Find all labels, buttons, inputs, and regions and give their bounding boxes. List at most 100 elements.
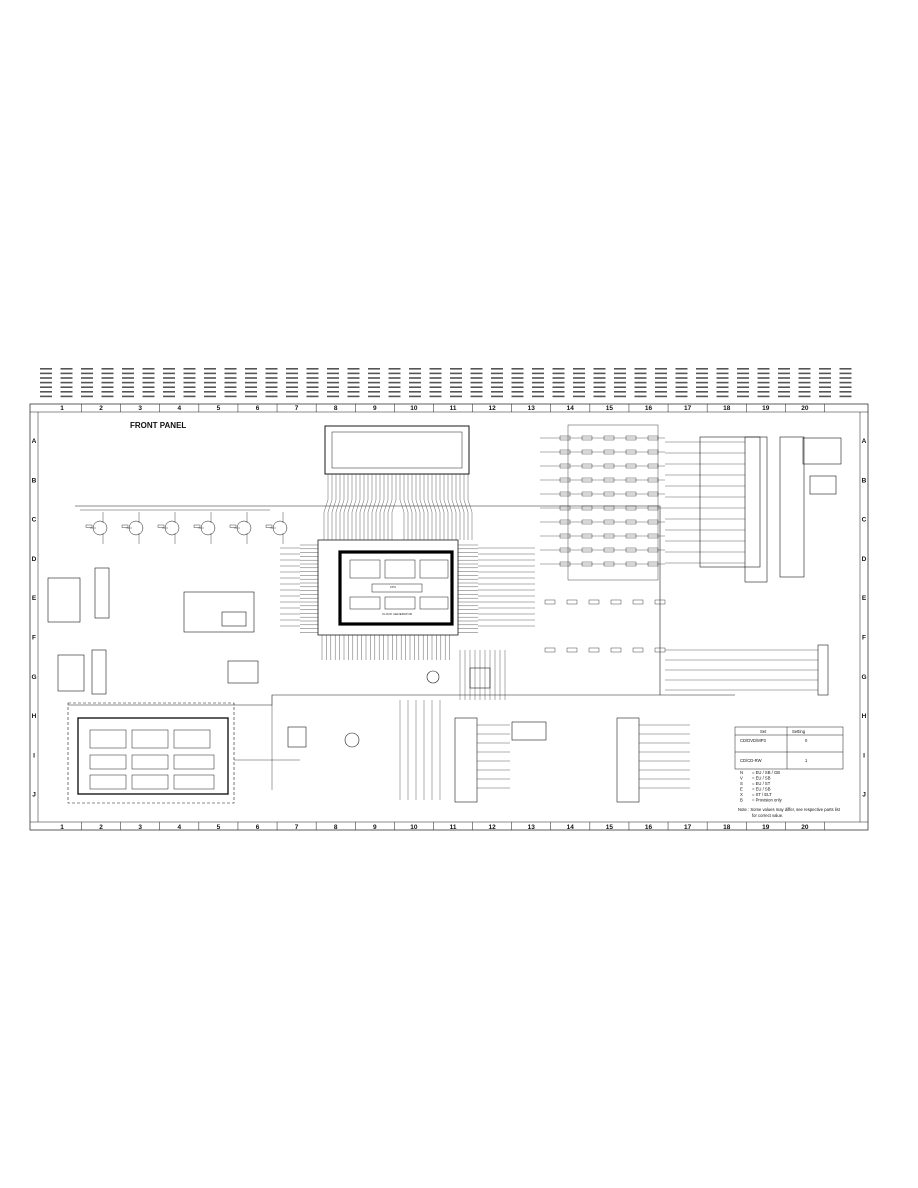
table-header-left: Set xyxy=(760,729,767,734)
cpu-label: CPU xyxy=(390,585,396,589)
clock-label: CLOCK GENERATOR xyxy=(382,612,413,616)
column-number-top: 17 xyxy=(684,405,692,412)
table-row1-right: 0 xyxy=(805,738,808,743)
panel-title: FRONT PANEL xyxy=(130,421,186,430)
legend-key: X xyxy=(740,792,743,797)
column-number-bottom: 20 xyxy=(801,824,809,831)
row-letter-left: G xyxy=(31,674,36,681)
version-table xyxy=(734,726,844,770)
row-letter-right: H xyxy=(862,713,867,720)
legend-text: = ST / ELT xyxy=(752,792,772,797)
column-number-top: 16 xyxy=(645,405,653,412)
column-number-bottom: 18 xyxy=(723,824,731,831)
column-number-bottom: 11 xyxy=(450,824,457,831)
sheet-frame xyxy=(29,403,869,831)
column-number-top: 1 xyxy=(60,405,64,412)
cpu-pins xyxy=(300,544,478,660)
row-letter-left: B xyxy=(32,477,37,484)
column-number-top: 7 xyxy=(295,405,299,412)
row-letter-right: A xyxy=(862,438,867,445)
legend-text: = EU / SB xyxy=(752,776,771,781)
column-number-top: 10 xyxy=(410,405,418,412)
row-letter-right: E xyxy=(862,595,867,602)
column-number-top: 9 xyxy=(373,405,377,412)
column-number-bottom: 12 xyxy=(488,824,496,831)
bottom-left-block xyxy=(67,702,235,804)
table-row2-left: CD/CD-RW xyxy=(740,758,762,763)
table-row2-right: 1 xyxy=(805,758,808,763)
row-letter-right: J xyxy=(862,792,866,799)
note-line1: Note : Some values may differ, see respe… xyxy=(738,807,841,812)
column-number-bottom: 8 xyxy=(334,824,338,831)
column-number-bottom: 1 xyxy=(60,824,64,831)
row-letters-right: A B C D E F G H I J xyxy=(861,438,866,799)
row-letter-left: C xyxy=(32,517,37,524)
legend-text: = EU / ST xyxy=(752,781,771,786)
column-number-top: 15 xyxy=(606,405,614,412)
column-number-bottom: 9 xyxy=(373,824,377,831)
row-letter-right: G xyxy=(861,674,866,681)
row-letter-left: D xyxy=(32,556,37,563)
lcd-pins xyxy=(323,474,473,540)
row-letter-left: F xyxy=(32,635,36,642)
right-connector-bank xyxy=(699,436,842,696)
legend-key: B xyxy=(740,798,743,803)
column-number-top: 13 xyxy=(528,405,536,412)
resistor-matrix xyxy=(540,424,666,653)
column-number-bottom: 17 xyxy=(684,824,692,831)
legend-key: N xyxy=(740,770,743,775)
column-number-bottom: 4 xyxy=(177,824,181,831)
column-number-top: 6 xyxy=(256,405,260,412)
row-letter-left: J xyxy=(32,792,36,799)
left-connectors xyxy=(47,567,110,695)
column-number-top: 2 xyxy=(99,405,103,412)
parts-index-strip xyxy=(40,368,852,398)
column-number-top: 20 xyxy=(801,405,809,412)
legend-text: = EU / SB xyxy=(752,787,771,792)
row-letter-left: I xyxy=(33,752,35,759)
column-number-top: 8 xyxy=(334,405,338,412)
column-number-bottom: 6 xyxy=(256,824,260,831)
cpu-chip: CPU CLOCK GENERATOR xyxy=(317,539,459,636)
legend-text: = EU / SB / GB xyxy=(752,770,780,775)
column-number-bottom: 10 xyxy=(410,824,418,831)
column-number-top: 11 xyxy=(450,405,457,412)
legend-key: S xyxy=(740,781,743,786)
row-letter-left: H xyxy=(32,713,37,720)
row-letter-left: E xyxy=(32,595,37,602)
column-number-top: 4 xyxy=(177,405,181,412)
bottom-center-parts xyxy=(287,667,640,803)
column-number-bottom: 13 xyxy=(528,824,536,831)
column-number-bottom: 15 xyxy=(606,824,614,831)
cpu-wiring xyxy=(280,547,535,700)
right-wiring xyxy=(660,441,818,696)
row-letter-right: I xyxy=(863,752,865,759)
legend-text: = Provision only xyxy=(752,798,783,803)
column-number-bottom: 5 xyxy=(217,824,221,831)
note-line2: for correct value. xyxy=(752,813,783,818)
row-letter-right: B xyxy=(862,477,867,484)
column-number-top: 12 xyxy=(488,405,496,412)
column-number-bottom: 7 xyxy=(295,824,299,831)
row-letter-right: F xyxy=(862,635,866,642)
row-letter-right: D xyxy=(862,556,867,563)
column-number-bottom: 16 xyxy=(645,824,653,831)
column-number-bottom: 19 xyxy=(762,824,770,831)
legend-key: E xyxy=(740,787,743,792)
bottom-wiring xyxy=(234,700,690,800)
column-number-top: 5 xyxy=(217,405,221,412)
transistor-row xyxy=(80,509,288,544)
row-letter-right: C xyxy=(862,517,867,524)
lcd-display xyxy=(324,425,470,475)
column-number-bottom: 2 xyxy=(99,824,103,831)
column-number-bottom: 3 xyxy=(138,824,142,831)
table-row1-left: CD/DVD/MP3 xyxy=(740,738,766,743)
column-number-bottom: 14 xyxy=(567,824,575,831)
column-number-top: 19 xyxy=(762,405,770,412)
column-number-top: 3 xyxy=(138,405,142,412)
notes-legend: N = EU / SB / GB V = EU / SB S = EU / ST E = EU… xyxy=(740,770,783,803)
table-header-right: Setting xyxy=(792,729,806,734)
legend-key: V xyxy=(740,776,743,781)
